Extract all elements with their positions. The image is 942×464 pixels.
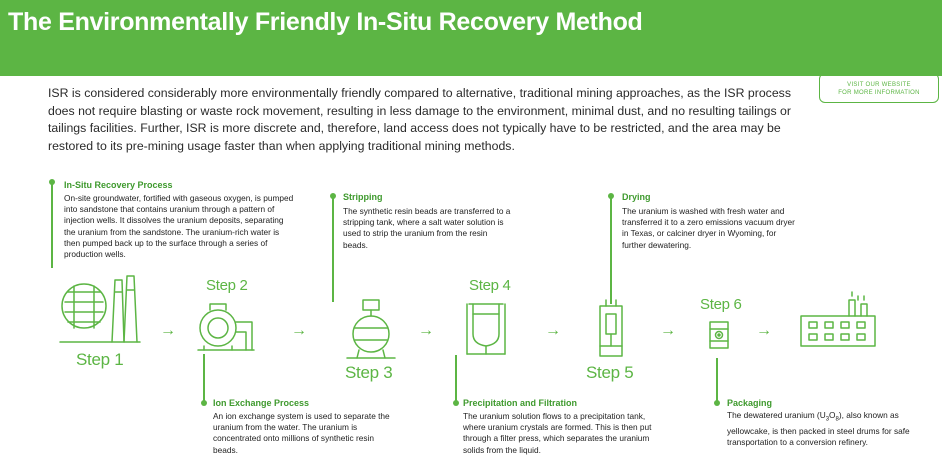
arrow-1: → [160,322,176,339]
isr-title: In-Situ Recovery Process [64,180,173,190]
connector-dot-ion [201,400,207,406]
visit-button-line1: VISIT OUR WEBSITE [847,82,911,88]
connector-line-ion [203,354,205,404]
isr-text: On-site groundwater, fortified with gase… [64,193,294,260]
step-3-label: Step 3 [345,363,393,382]
connector-dot-isr [49,179,55,185]
arrow-3: → [418,322,434,339]
arrow-4: → [545,322,561,339]
arrow-5: → [660,322,676,339]
connector-dot-drying [608,193,614,199]
visit-website-button[interactable]: VISIT OUR WEBSITE FOR MORE INFORMATION [819,73,939,103]
ion-exchange-tank-icon [197,303,255,351]
stripping-title: Stripping [343,192,383,202]
step-6-label: Step 6 [700,296,742,313]
header-banner: The Environmentally Friendly In-Situ Rec… [0,0,942,76]
connector-line-packaging [716,358,718,404]
isr-plant-icon [59,275,141,343]
packaging-text: The dewatered uranium (U3O8), also known… [727,410,910,448]
arrow-2: → [291,322,307,339]
connector-line-isr [51,182,53,268]
connector-dot-stripping [330,193,336,199]
drying-text: The uranium is washed with fresh water a… [622,206,795,250]
connector-dot-precip [453,400,459,406]
ion-title: Ion Exchange Process [213,398,310,408]
step-2-label: Step 2 [206,277,248,294]
refinery-icon [800,291,876,347]
drum-icon [709,321,729,349]
precip-text: The uranium solution flows to a precipit… [463,411,652,455]
precipitation-tank-icon [466,303,506,355]
visit-button-line2: FOR MORE INFORMATION [838,90,920,96]
stripping-text: The synthetic resin beads are transferre… [343,206,511,250]
page-title: The Environmentally Friendly In-Situ Rec… [8,8,643,36]
arrow-6: → [756,322,772,339]
ion-text: An ion exchange system is used to separa… [213,411,390,455]
filter-press-icon [599,299,623,357]
drying-title: Drying [622,192,651,202]
step-5-label: Step 5 [586,363,634,382]
connector-line-precip [455,355,457,404]
step-1-label: Step 1 [76,350,124,369]
stripping-tank-icon [346,299,396,359]
intro-paragraph: ISR is considered considerably more envi… [48,86,791,153]
connector-line-stripping [332,196,334,302]
step-4-label: Step 4 [469,277,511,294]
connector-dot-packaging [714,400,720,406]
packaging-title: Packaging [727,398,773,408]
connector-line-drying [610,196,612,304]
precip-title: Precipitation and Filtration [463,398,578,408]
